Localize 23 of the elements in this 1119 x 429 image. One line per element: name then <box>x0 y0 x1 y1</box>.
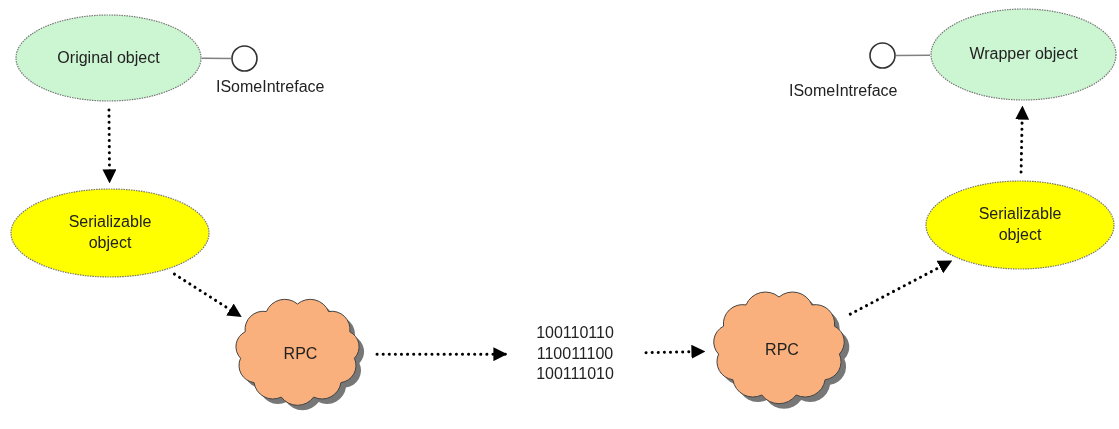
object-ellipse <box>925 180 1115 270</box>
arrow <box>848 259 953 316</box>
node-label: Serializable object <box>977 204 1063 245</box>
node-label: Wrapper object <box>968 44 1079 65</box>
connector-line <box>895 54 931 57</box>
interface-label: ISomeIntreface <box>216 78 325 96</box>
node-label: RPC <box>764 339 800 360</box>
interface-circle <box>231 45 258 72</box>
object-ellipse <box>930 8 1117 101</box>
arrow <box>1015 105 1030 174</box>
arrow <box>172 272 243 318</box>
connector-line <box>201 57 232 60</box>
arrow <box>102 108 117 184</box>
node-label: RPC <box>282 344 319 365</box>
interface-circle <box>869 42 896 69</box>
arrow <box>375 347 508 362</box>
object-ellipse <box>15 14 202 102</box>
node-label: Serializable object <box>67 212 153 253</box>
object-ellipse <box>10 188 210 278</box>
interface-label: ISomeIntreface <box>789 82 898 100</box>
node-label: Original object <box>56 47 161 68</box>
arrow <box>644 344 706 359</box>
binary-data-text: 100110110 110011100 100111010 <box>518 318 632 390</box>
